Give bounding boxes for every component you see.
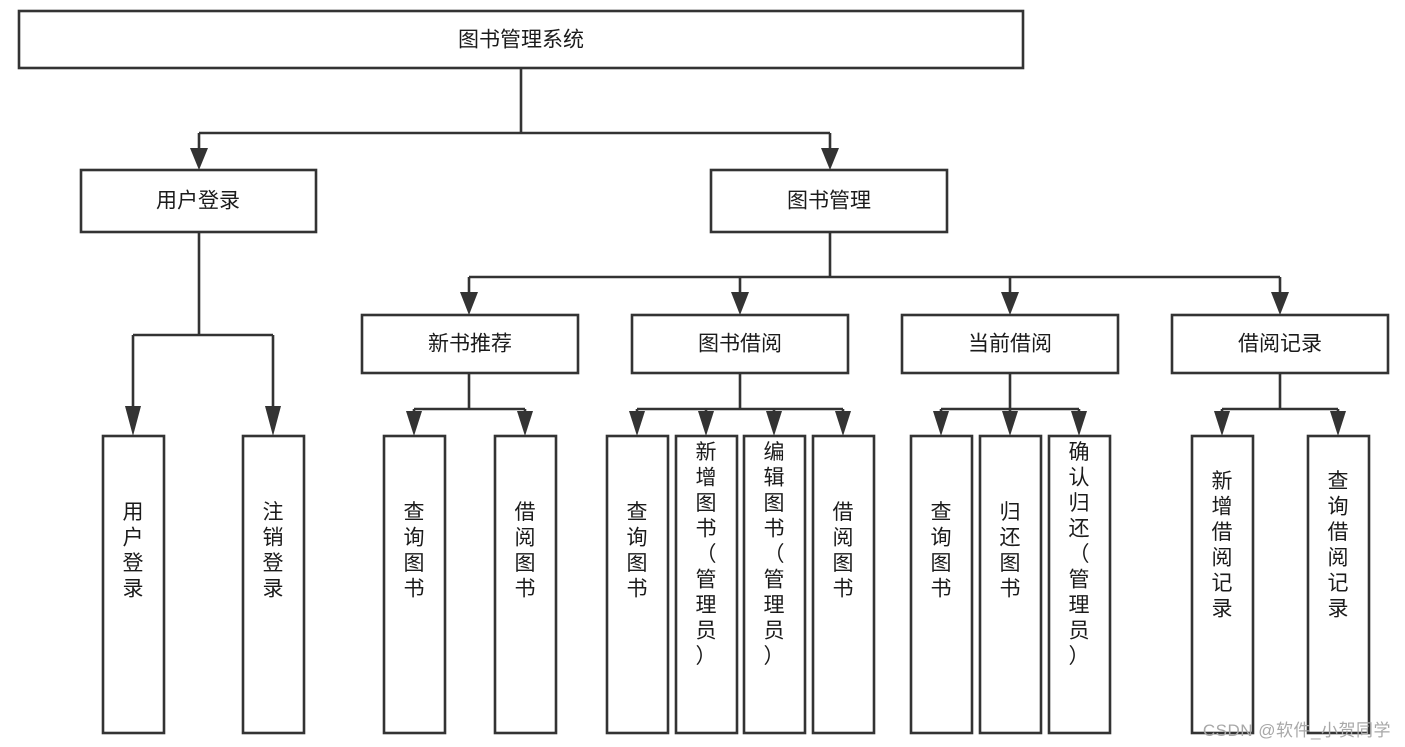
node-leaf-query-record[interactable]: 查询借阅记录: [1306, 434, 1371, 735]
node-leaf-query-book-3[interactable]: 查询图书: [909, 434, 974, 735]
node-leaf-add-record-box[interactable]: [1190, 434, 1255, 735]
node-root-label: 图书管理系统: [458, 29, 584, 52]
node-leaf-confirm-return-box[interactable]: [1047, 434, 1112, 735]
node-leaf-logout-login-label: 注销登录: [263, 501, 284, 601]
node-leaf-edit-book[interactable]: 编辑图书（管理员）: [742, 434, 807, 735]
connector-group-current-borrow: [933, 373, 1087, 436]
connector-group-book-borrow: [629, 373, 851, 436]
node-leaf-user-login-label: 用户登录: [123, 501, 144, 601]
node-new-book-recommend-label: 新书推荐: [428, 333, 512, 356]
node-leaf-add-record-label: 新增借阅记录: [1212, 470, 1233, 621]
arrow-head-leaf-query-record: [1330, 411, 1346, 436]
node-leaf-edit-book-label: 编辑图书（管理员）: [764, 441, 785, 668]
arrow-head-borrow-record: [1271, 292, 1289, 315]
arrow-head-leaf-return-book: [1002, 411, 1018, 436]
node-leaf-confirm-return-label: 确认归还（管理员）: [1069, 441, 1090, 668]
node-leaf-borrow-book-2-label: 借阅图书: [833, 501, 854, 601]
node-leaf-query-book-2[interactable]: 查询图书: [605, 434, 670, 735]
node-leaf-logout-login[interactable]: 注销登录: [241, 434, 306, 735]
connector-group-borrow-record: [1214, 373, 1346, 436]
node-current-borrow-label: 当前借阅: [968, 333, 1052, 356]
arrow-head-leaf-add-record: [1214, 411, 1230, 436]
node-user-login-label: 用户登录: [156, 190, 240, 213]
node-new-book-recommend[interactable]: 新书推荐: [360, 313, 580, 375]
node-borrow-record[interactable]: 借阅记录: [1170, 313, 1390, 375]
arrow-head-leaf-logout-login: [265, 406, 281, 436]
node-leaf-user-login-box[interactable]: [101, 434, 166, 735]
node-leaf-query-book-2-label: 查询图书: [627, 501, 648, 601]
node-leaf-borrow-book-1[interactable]: 借阅图书: [493, 434, 558, 735]
node-leaf-logout-login-box[interactable]: [241, 434, 306, 735]
node-leaf-return-book-label: 归还图书: [1000, 501, 1021, 601]
node-leaf-borrow-book-2[interactable]: 借阅图书: [811, 434, 876, 735]
node-leaf-query-record-label: 查询借阅记录: [1328, 470, 1349, 621]
node-leaf-query-book-3-label: 查询图书: [931, 501, 952, 601]
node-leaf-query-book-1[interactable]: 查询图书: [382, 434, 447, 735]
node-new-book-recommend-box[interactable]: [360, 313, 580, 375]
node-book-management-label: 图书管理: [787, 190, 871, 213]
arrow-head-leaf-user-login: [125, 406, 141, 436]
node-leaf-add-record[interactable]: 新增借阅记录: [1190, 434, 1255, 735]
connector-group-user-login: [125, 232, 281, 436]
node-leaf-user-login[interactable]: 用户登录: [101, 434, 166, 735]
node-leaf-return-book[interactable]: 归还图书: [978, 434, 1043, 735]
node-current-borrow-box[interactable]: [900, 313, 1120, 375]
connector-group-root: [190, 68, 839, 170]
node-leaf-add-book-label: 新增图书（管理员）: [696, 441, 717, 668]
node-book-management[interactable]: 图书管理: [709, 168, 949, 234]
arrow-head-book-management: [821, 148, 839, 170]
node-leaf-borrow-book-1-label: 借阅图书: [515, 501, 536, 601]
node-leaf-borrow-book-1-box[interactable]: [493, 434, 558, 735]
arrow-head-leaf-confirm-return: [1071, 411, 1087, 436]
node-leaf-borrow-book-2-box[interactable]: [811, 434, 876, 735]
node-leaf-return-book-box[interactable]: [978, 434, 1043, 735]
node-book-borrow-label: 图书借阅: [698, 333, 782, 356]
arrow-head-leaf-query-book-3: [933, 411, 949, 436]
node-leaf-query-book-1-box[interactable]: [382, 434, 447, 735]
arrow-head-new-book-recommend: [460, 292, 478, 315]
arrow-head-current-borrow: [1001, 292, 1019, 315]
connector-group-book-management: [460, 232, 1289, 315]
node-book-management-box[interactable]: [709, 168, 949, 234]
arrow-head-user-login: [190, 148, 208, 170]
node-user-login-box[interactable]: [79, 168, 318, 234]
node-leaf-query-record-box[interactable]: [1306, 434, 1371, 735]
arrow-head-book-borrow: [731, 292, 749, 315]
node-leaf-confirm-return[interactable]: 确认归还（管理员）: [1047, 434, 1112, 735]
node-borrow-record-label: 借阅记录: [1238, 333, 1322, 356]
arrow-head-leaf-query-book-1: [406, 411, 422, 436]
arrow-head-leaf-borrow-book-1: [517, 411, 533, 436]
node-leaf-query-book-1-label: 查询图书: [404, 501, 425, 601]
node-book-borrow-box[interactable]: [630, 313, 850, 375]
node-leaf-edit-book-box[interactable]: [742, 434, 807, 735]
node-borrow-record-box[interactable]: [1170, 313, 1390, 375]
arrow-head-leaf-edit-book: [766, 411, 782, 436]
node-leaf-query-book-3-box[interactable]: [909, 434, 974, 735]
node-book-borrow[interactable]: 图书借阅: [630, 313, 850, 375]
connector-group-new-book-recommend: [406, 373, 533, 436]
node-root[interactable]: 图书管理系统: [17, 9, 1025, 70]
node-leaf-add-book-box[interactable]: [674, 434, 739, 735]
arrow-head-leaf-query-book-2: [629, 411, 645, 436]
node-leaf-add-book[interactable]: 新增图书（管理员）: [674, 434, 739, 735]
node-leaf-query-book-2-box[interactable]: [605, 434, 670, 735]
node-current-borrow[interactable]: 当前借阅: [900, 313, 1120, 375]
node-user-login[interactable]: 用户登录: [79, 168, 318, 234]
arrow-head-leaf-borrow-book-2: [835, 411, 851, 436]
node-root-box[interactable]: [17, 9, 1025, 70]
arrow-head-leaf-add-book: [698, 411, 714, 436]
